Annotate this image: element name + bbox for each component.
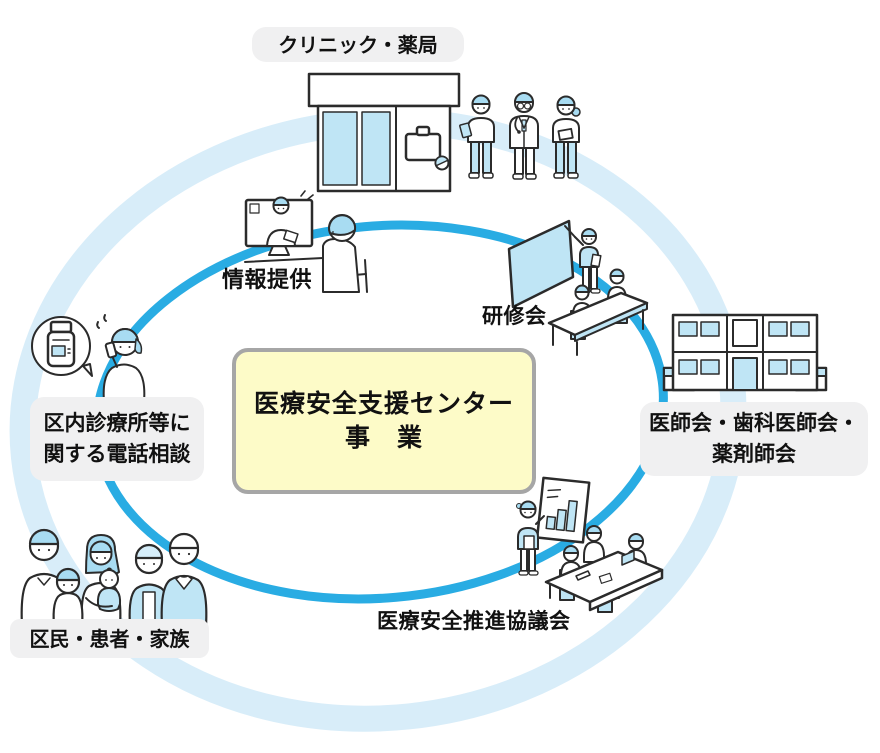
training-label: 研修会 [482,300,547,330]
whiteboard-icon [507,219,575,309]
residents-label-text: 区民・患者・家族 [29,626,190,651]
council-meeting-illustration [516,476,664,613]
clinic-label: クリニック・薬局 [252,27,464,62]
associations-label: 医師会・歯科医師会・ 薬剤師会 [640,402,868,476]
phone-label-line1: 区内診療所等に [43,410,191,435]
info-label: 情報提供 [222,262,312,294]
info-label-text: 情報提供 [222,268,313,293]
associations-label-line1: 医師会・歯科医師会・ [649,410,859,435]
phone-label: 区内診療所等に 関する電話相談 [30,397,204,481]
training-illustration [507,219,649,356]
council-label-text: 医療安全推進協議会 [377,609,571,633]
laptop-icon [621,550,635,566]
phone-consultation-illustration [31,314,146,403]
training-label-text: 研修会 [482,304,547,328]
medical-staff-illustration [459,92,581,180]
online-info-illustration [244,190,368,293]
chart-board-icon [535,476,591,544]
stethoscope-icon [514,117,519,132]
center-box: 医療安全支援センター 事 業 [232,348,536,494]
association-building-illustration [662,313,828,392]
pill-icon [434,155,450,171]
phone-label-line2: 関する電話相談 [43,442,191,466]
storefront-illustration [307,72,461,193]
center-title-line2: 事 業 [344,423,423,452]
residents-label: 区民・患者・家族 [10,619,209,658]
medicine-bottle-icon [49,320,73,334]
family-illustration [20,528,208,628]
center-title-line1: 医療安全支援センター [253,389,514,419]
briefcase-icon [404,132,442,162]
phone-icon [104,341,118,359]
associations-label-line2: 薬剤師会 [712,442,796,466]
clinic-label-text: クリニック・薬局 [278,32,438,57]
council-label: 医療安全推進協議会 [377,605,571,635]
